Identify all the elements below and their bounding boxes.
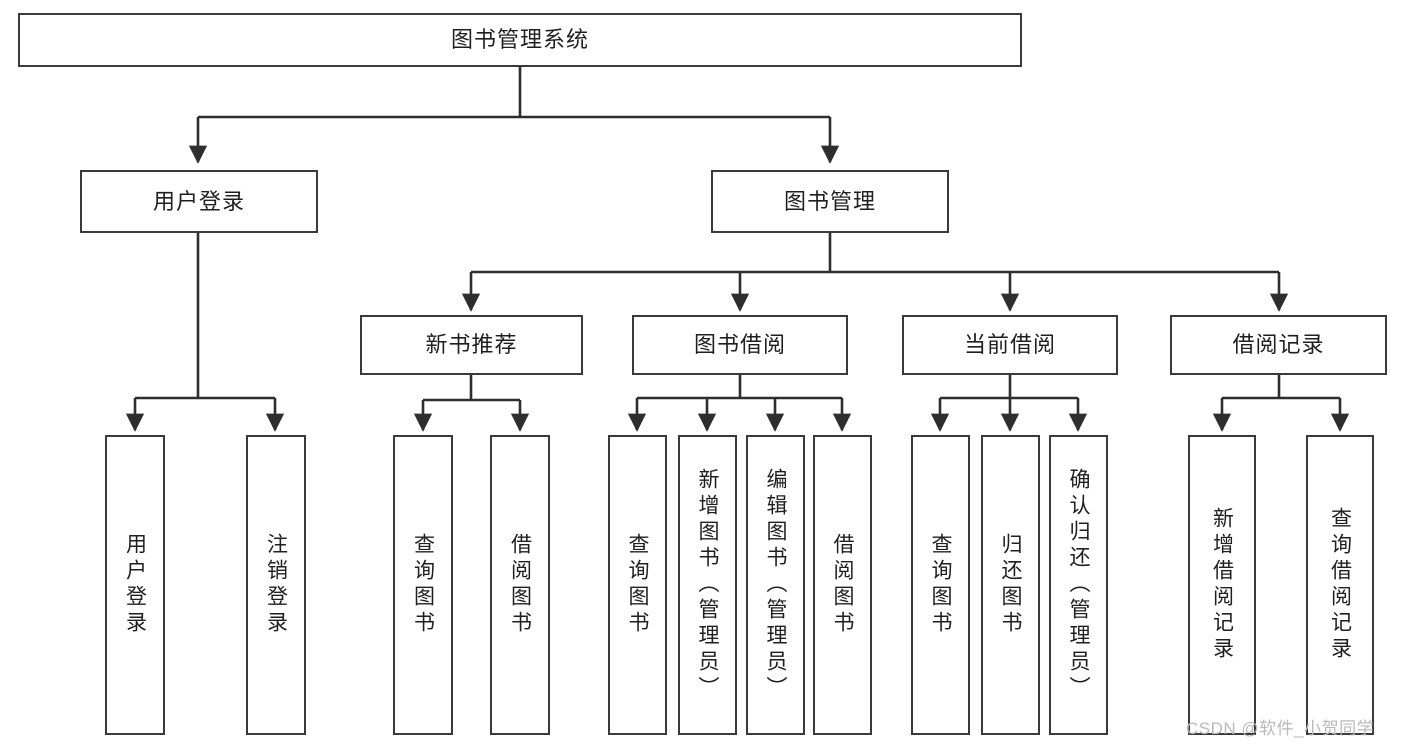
leaf-add-borrow-record[interactable]: 新增借阅记录 — [1188, 435, 1256, 735]
node-book-management[interactable]: 图书管理 — [711, 170, 949, 233]
node-label: 确认归还（管理员） — [1067, 468, 1090, 702]
node-label: 查询图书 — [411, 533, 435, 637]
node-label: 图书管理系统 — [450, 27, 589, 53]
leaf-edit-book-admin[interactable]: 编辑图书（管理员） — [746, 435, 805, 735]
node-label: 用户登录 — [123, 533, 147, 637]
leaf-borrow-book-recommend[interactable]: 借阅图书 — [490, 435, 550, 735]
leaf-confirm-return-admin[interactable]: 确认归还（管理员） — [1049, 435, 1108, 735]
node-current-borrow[interactable]: 当前借阅 — [902, 315, 1118, 375]
node-label: 查询借阅记录 — [1328, 507, 1352, 663]
node-new-book-recommend[interactable]: 新书推荐 — [360, 315, 583, 375]
leaf-add-book-admin[interactable]: 新增图书（管理员） — [678, 435, 737, 735]
node-label: 借阅图书 — [508, 533, 532, 637]
leaf-query-book-current[interactable]: 查询图书 — [911, 435, 970, 735]
node-label: 编辑图书（管理员） — [764, 468, 787, 702]
node-label: 图书借阅 — [693, 332, 786, 358]
node-borrow-record[interactable]: 借阅记录 — [1170, 315, 1387, 375]
node-label: 新增借阅记录 — [1210, 507, 1234, 663]
leaf-query-borrow-record[interactable]: 查询借阅记录 — [1306, 435, 1374, 735]
node-label: 新增图书（管理员） — [696, 468, 719, 702]
leaf-borrow-book[interactable]: 借阅图书 — [813, 435, 872, 735]
node-label: 图书管理 — [783, 188, 876, 214]
leaf-query-book-borrow[interactable]: 查询图书 — [608, 435, 667, 735]
node-label: 借阅记录 — [1232, 332, 1325, 358]
leaf-query-book-recommend[interactable]: 查询图书 — [393, 435, 453, 735]
node-user-login[interactable]: 用户登录 — [80, 170, 318, 233]
leaf-user-login[interactable]: 用户登录 — [105, 435, 165, 735]
node-label: 借阅图书 — [831, 533, 854, 637]
node-label: 注销登录 — [264, 533, 288, 637]
node-root-system[interactable]: 图书管理系统 — [18, 13, 1022, 67]
node-label: 用户登录 — [152, 188, 245, 214]
node-book-borrow[interactable]: 图书借阅 — [632, 315, 848, 375]
watermark: CSDN @软件_小贺同学 — [1186, 719, 1375, 738]
node-label: 查询图书 — [929, 533, 952, 637]
node-label: 新书推荐 — [425, 332, 518, 358]
leaf-user-logout[interactable]: 注销登录 — [246, 435, 306, 735]
node-label: 当前借阅 — [963, 332, 1056, 358]
node-label: 查询图书 — [626, 533, 649, 637]
node-label: 归还图书 — [999, 533, 1022, 637]
leaf-return-book[interactable]: 归还图书 — [981, 435, 1040, 735]
